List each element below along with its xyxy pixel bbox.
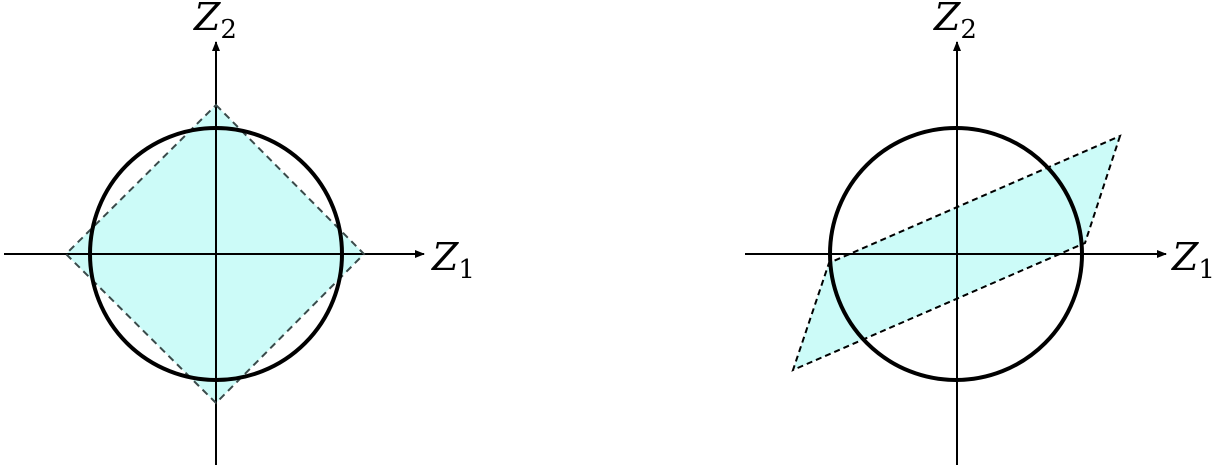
right-unit-circle — [828, 126, 1084, 382]
right-x-axis-label: Z1 — [1171, 235, 1215, 285]
left-diamond-outline — [64, 103, 366, 405]
left-y-axis-label: Z2 — [193, 0, 237, 45]
right-y-axis-label: Z2 — [933, 0, 977, 45]
right-panel: Z1 Z2 — [745, 0, 1215, 465]
left-unit-circle — [88, 126, 344, 382]
left-x-axis-label: Z1 — [431, 235, 475, 285]
right-parallelogram-outline — [791, 134, 1122, 372]
left-panel: Z1 Z2 — [4, 0, 475, 465]
